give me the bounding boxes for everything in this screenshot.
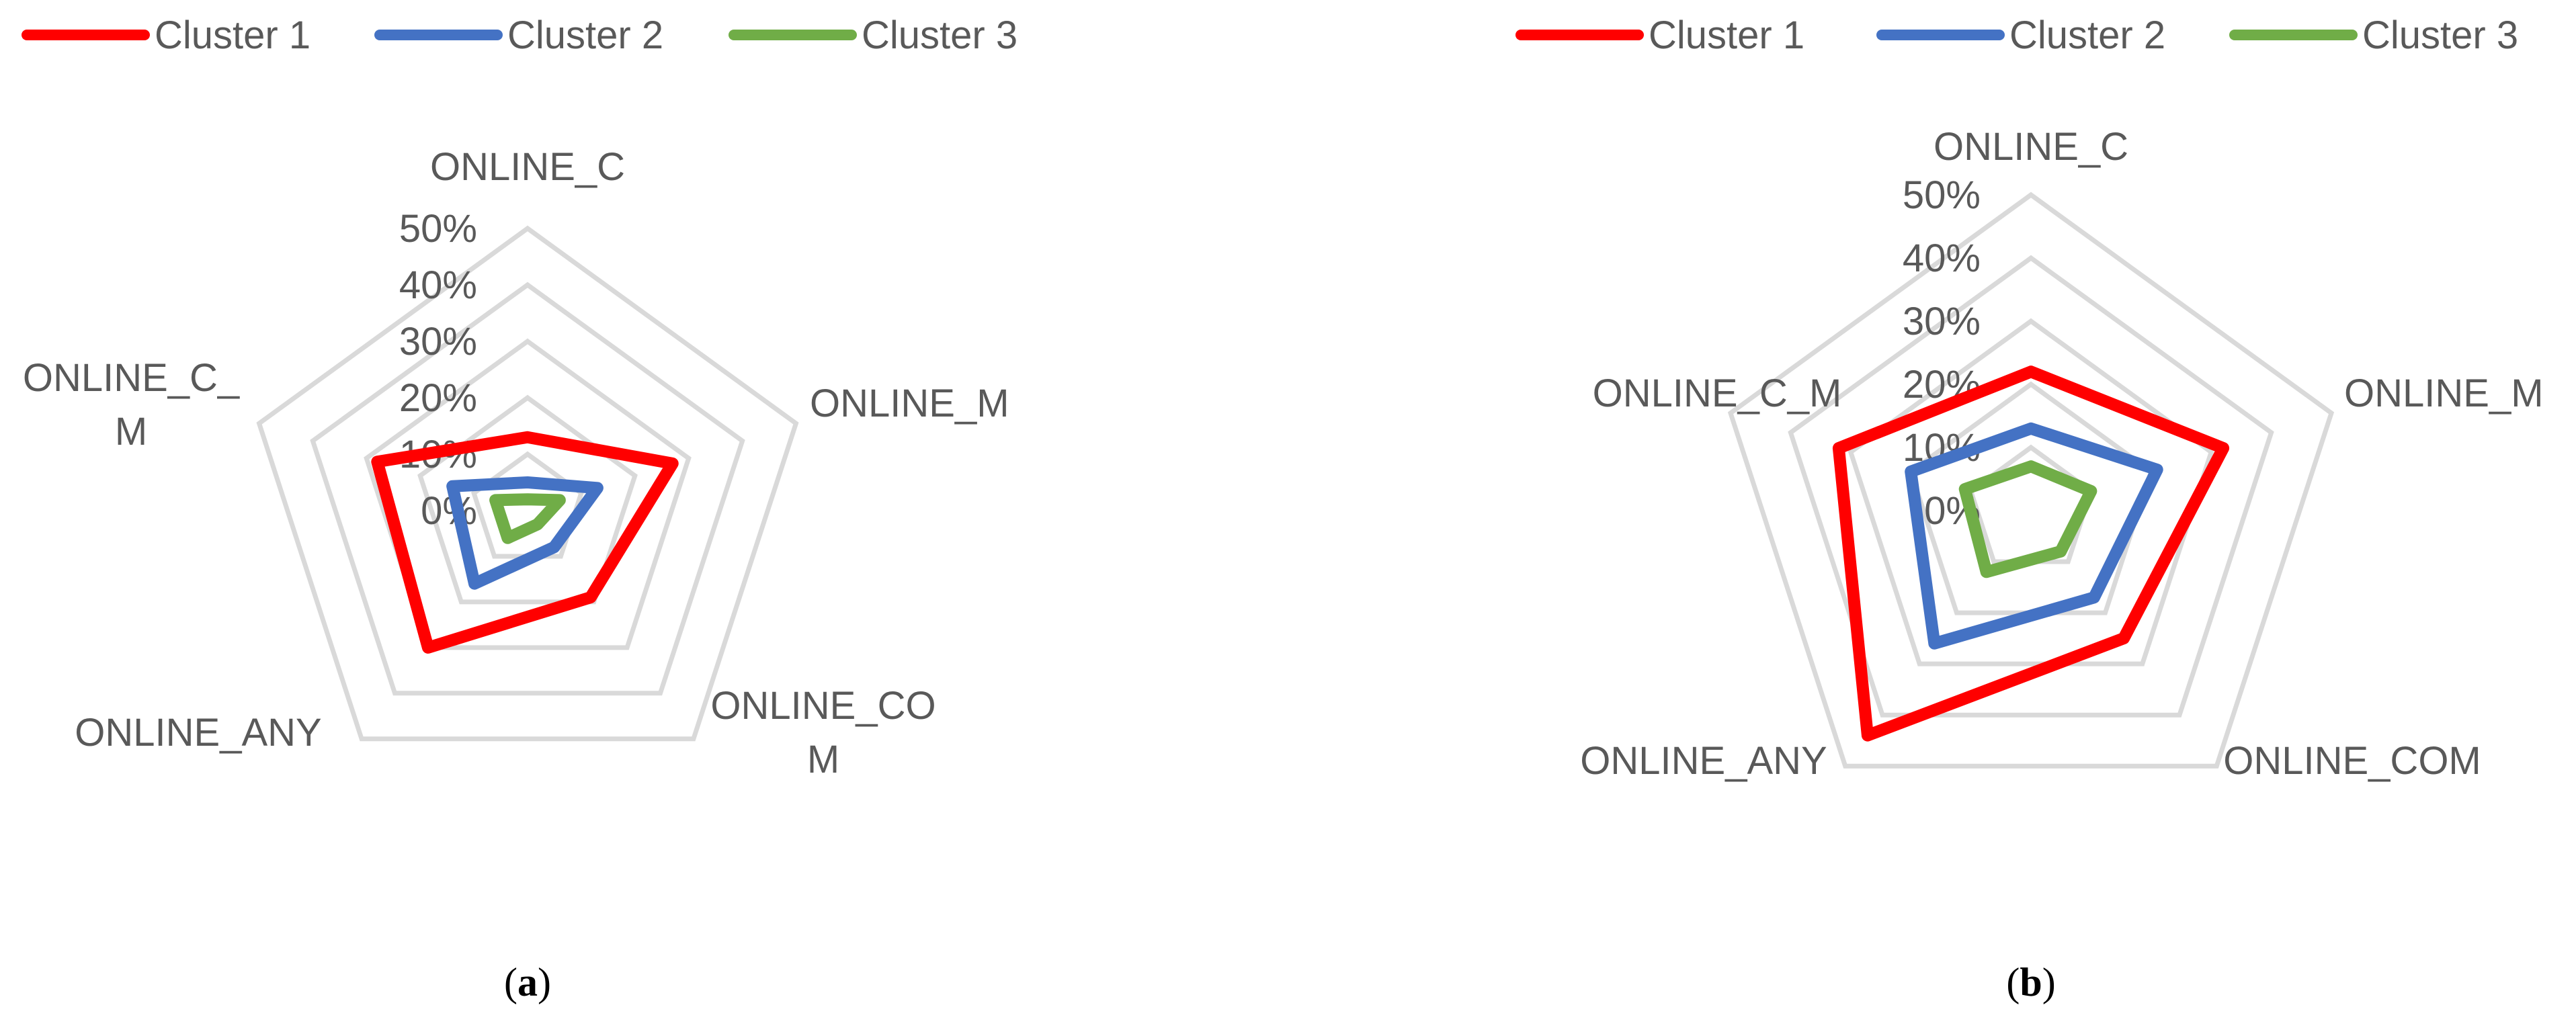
legend-label-cluster-3: Cluster 3: [862, 13, 1017, 57]
grid-ring-20: [417, 394, 638, 605]
tick-label: 30%: [1903, 300, 1981, 343]
tick-label: 50%: [1903, 173, 1981, 217]
series-line-cluster-3: [489, 493, 566, 544]
legend-label-cluster-3: Cluster 3: [2362, 13, 2518, 57]
grid-ring-40: [310, 282, 745, 696]
series-line-cluster-3: [1958, 460, 2097, 578]
axis-label: ONLINE_C_M: [23, 356, 240, 454]
legend-label-cluster-1: Cluster 1: [155, 13, 310, 57]
series-line-cluster-1: [371, 431, 679, 654]
grid-ring-50: [1727, 191, 2335, 769]
grid-ring-50: [256, 225, 799, 742]
tick-label: 30%: [399, 320, 477, 363]
tick-label: 50%: [399, 207, 477, 251]
tick-label: 40%: [1903, 236, 1981, 280]
axis-label: ONLINE_ANY: [75, 711, 321, 754]
panel-caption: (b): [2006, 960, 2055, 1004]
legend-label-cluster-2: Cluster 2: [507, 13, 663, 57]
axis-label: ONLINE_M: [810, 382, 1009, 425]
tick-label: 40%: [399, 263, 477, 307]
axis-label: ONLINE_C: [1934, 125, 2128, 169]
axis-label: ONLINE_M: [2344, 372, 2544, 415]
axis-label: ONLINE_C: [430, 145, 625, 189]
legend-label-cluster-1: Cluster 1: [1649, 13, 1804, 57]
grid-ring-30: [364, 338, 692, 650]
panel-caption: (a): [504, 960, 551, 1004]
legend-label-cluster-2: Cluster 2: [2009, 13, 2165, 57]
axis-label: ONLINE_COM: [2223, 739, 2481, 783]
tick-label: 20%: [399, 376, 477, 420]
grid-ring-40: [1788, 255, 2274, 718]
series-line-cluster-2: [446, 476, 604, 590]
series-line-cluster-1: [1832, 365, 2230, 742]
axis-label: ONLINE_ANY: [1580, 739, 1827, 783]
axis-label: ONLINE_C_M: [1593, 372, 1842, 415]
series-line-cluster-2: [1905, 422, 2163, 650]
